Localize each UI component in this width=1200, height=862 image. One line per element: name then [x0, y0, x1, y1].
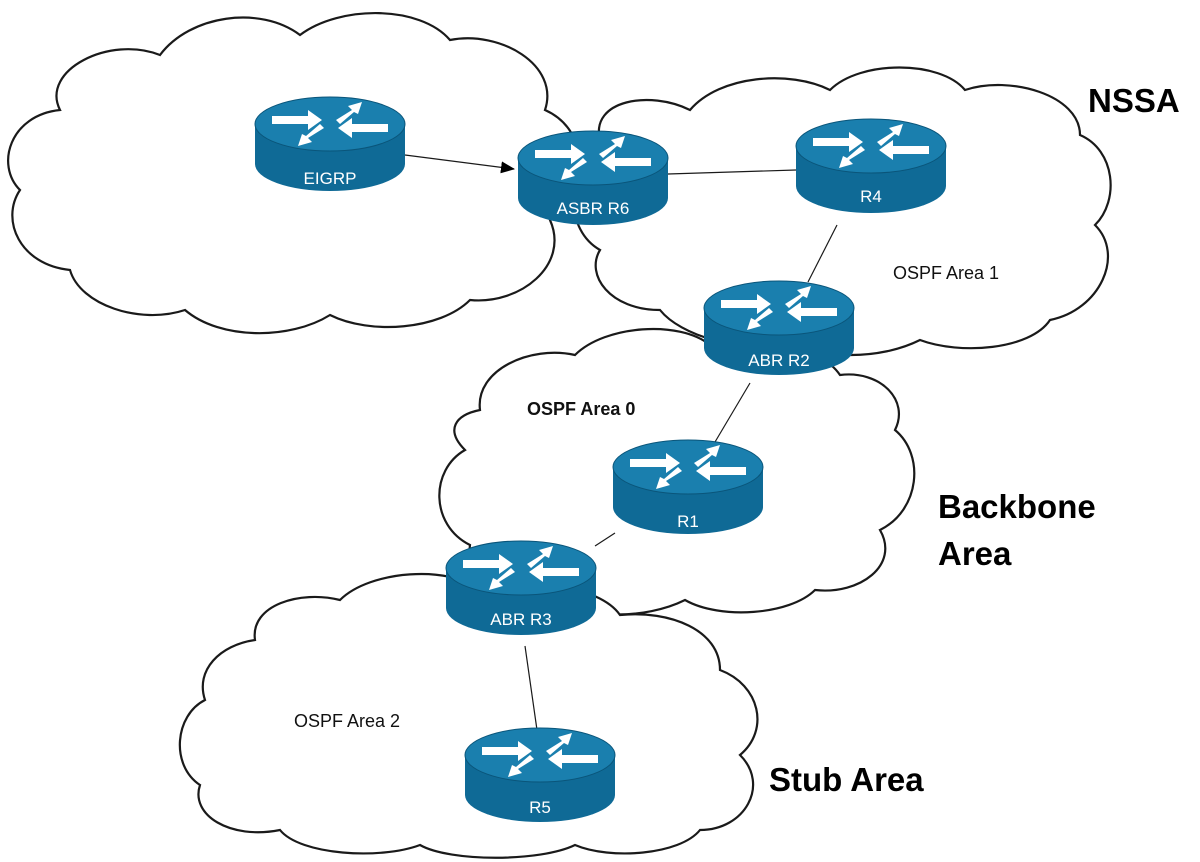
cloud-ospf-area-1: [572, 66, 1112, 357]
backbone-label-line2: Area: [938, 535, 1012, 572]
router-label: ASBR R6: [557, 199, 630, 218]
router-label: R4: [860, 187, 882, 206]
link-r2-r1: [714, 382, 751, 443]
router-abr-r3: ABR R3: [445, 540, 597, 636]
router-label: EIGRP: [304, 169, 357, 188]
router-label: R1: [677, 512, 699, 531]
link-r4-r2: [807, 224, 838, 283]
link-r1-r3: [594, 532, 616, 547]
nssa-label: NSSA: [1088, 82, 1180, 119]
router-label: ABR R3: [490, 610, 551, 629]
router-label: R5: [529, 798, 551, 817]
link-r3-r5: [524, 645, 538, 731]
router-r1: R1: [612, 439, 764, 535]
link-r6-r4: [667, 169, 797, 175]
router-asbr-r6: ASBR R6: [517, 130, 669, 226]
router-label: ABR R2: [748, 351, 809, 370]
router-r5: R5: [464, 727, 616, 823]
area-2-label: OSPF Area 2: [294, 711, 400, 731]
router-r4: R4: [795, 118, 947, 214]
stub-area-label: Stub Area: [769, 761, 924, 798]
router-eigrp: EIGRP: [254, 96, 406, 192]
router-abr-r2: ABR R2: [703, 280, 855, 376]
area-0-label: OSPF Area 0: [527, 399, 635, 419]
area-1-label: OSPF Area 1: [893, 263, 999, 283]
link-eigrp-asbr-r6: [404, 154, 515, 174]
backbone-label-line1: Backbone: [938, 488, 1096, 525]
